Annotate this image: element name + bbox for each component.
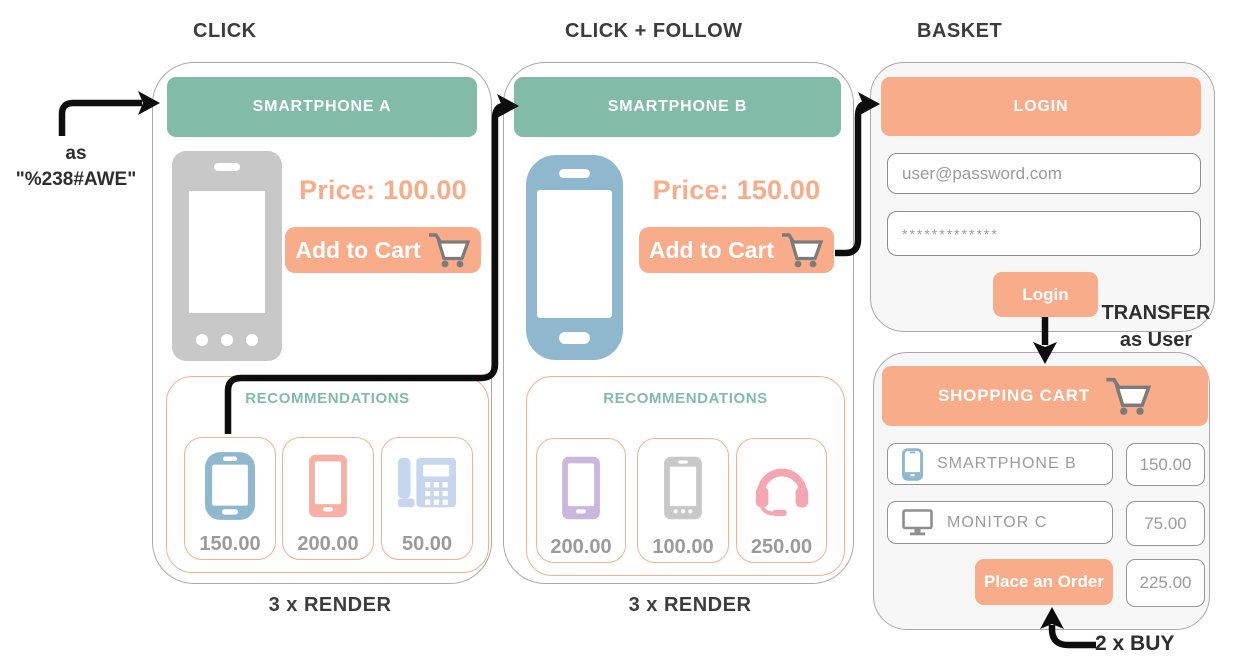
login-button-label: Login — [1022, 284, 1069, 304]
place-order-button[interactable]: Place an Order — [975, 559, 1113, 605]
login-header: LOGIN — [881, 77, 1201, 136]
smartphone-purple-icon — [558, 439, 604, 536]
shopping-cart-header: SHOPPING CART — [882, 366, 1208, 426]
cart-item-name: MONITOR C — [947, 513, 1048, 531]
product-page-a: SMARTPHONE A Price: 100.00 Add to Cart — [152, 62, 492, 584]
login-header-label: LOGIN — [1013, 97, 1069, 115]
arrow-entry-to-page-a — [58, 99, 142, 136]
login-panel: LOGIN Login — [870, 62, 1215, 332]
smartphone-a-image-icon — [172, 151, 282, 361]
recommendation-tile[interactable]: 200.00 — [282, 437, 374, 560]
recommendation-tile[interactable]: 150.00 — [184, 437, 276, 560]
product-b-price: Price: 150.00 — [652, 175, 821, 205]
add-to-cart-button-a[interactable]: Add to Cart — [285, 227, 481, 273]
cart-item-price: 75.00 — [1126, 501, 1205, 546]
smartphone-b-image-icon — [526, 155, 623, 360]
headset-icon — [751, 439, 813, 536]
recommendation-price: 250.00 — [750, 536, 813, 558]
cart-item-name: SMARTPHONE B — [937, 455, 1077, 472]
transfer-annotation: TRANSFER as User — [1092, 300, 1220, 354]
cart-item-row: SMARTPHONE B — [887, 443, 1113, 485]
desk-phone-icon — [396, 438, 458, 533]
recommendations-title-b: RECOMMENDATIONS — [603, 390, 768, 407]
recommendation-tile[interactable]: 100.00 — [637, 438, 729, 563]
monitor-icon — [902, 509, 933, 536]
buy-annotation: 2 x BUY — [1095, 632, 1175, 655]
product-a-header: SMARTPHONE A — [167, 77, 477, 137]
cart-icon — [425, 230, 471, 270]
password-field[interactable] — [887, 211, 1201, 256]
transfer-line2: as User — [1119, 329, 1193, 351]
login-button[interactable]: Login — [993, 272, 1098, 317]
add-to-cart-button-b[interactable]: Add to Cart — [639, 227, 834, 273]
recommendation-price: 200.00 — [550, 536, 612, 558]
recommendation-tile[interactable]: 50.00 — [381, 437, 473, 560]
smartphone-icon — [902, 447, 923, 481]
cart-icon — [1102, 374, 1152, 418]
cart-item-row: MONITOR C — [887, 501, 1113, 544]
recommendation-price: 150.00 — [199, 533, 261, 555]
entry-annotation: as "%238#AWE" — [0, 141, 152, 192]
cart-item-price-value: 150.00 — [1139, 454, 1192, 474]
render-count-a: 3 x RENDER — [268, 594, 392, 616]
column-title-basket: BASKET — [917, 20, 1003, 42]
cart-total: 225.00 — [1126, 559, 1205, 607]
render-count-b: 3 x RENDER — [628, 594, 752, 616]
add-to-cart-a-label: Add to Cart — [295, 236, 421, 263]
smartphone-gray-icon — [660, 439, 706, 536]
recommendation-price: 100.00 — [652, 536, 714, 558]
recommendation-price: 50.00 — [401, 533, 453, 555]
smartphone-salmon-icon — [305, 438, 351, 533]
recommendation-price: 200.00 — [297, 533, 359, 555]
email-field[interactable] — [887, 153, 1201, 194]
shopping-cart-panel: SHOPPING CART SMARTPHONE B — [873, 352, 1210, 630]
recommendation-tile[interactable]: 200.00 — [536, 438, 626, 563]
add-to-cart-b-label: Add to Cart — [648, 236, 775, 263]
column-title-click-follow: CLICK + FOLLOW — [565, 20, 743, 42]
recommendations-box-b: RECOMMENDATIONS 200.00 — [526, 376, 845, 576]
cart-item-price-value: 75.00 — [1144, 513, 1187, 533]
cart-item-price: 150.00 — [1126, 443, 1205, 486]
shopping-cart-header-label: SHOPPING CART — [937, 386, 1091, 405]
product-a-title: SMARTPHONE A — [252, 98, 392, 115]
transfer-line1: TRANSFER — [1101, 302, 1211, 324]
recommendations-box-a: RECOMMENDATIONS 150.00 — [166, 376, 489, 573]
column-title-click: CLICK — [193, 20, 257, 42]
cart-icon — [778, 230, 824, 270]
recommendation-tile[interactable]: 250.00 — [736, 438, 827, 563]
place-order-label: Place an Order — [983, 572, 1104, 591]
product-a-price: Price: 100.00 — [299, 175, 467, 205]
smartphone-blue-icon — [205, 438, 255, 533]
product-b-title: SMARTPHONE B — [607, 98, 748, 115]
product-b-header: SMARTPHONE B — [514, 77, 841, 137]
product-page-b: SMARTPHONE B Price: 150.00 Add to Cart — [503, 62, 854, 584]
entry-annotation-line2: "%238#AWE" — [15, 168, 137, 190]
entry-annotation-line1: as — [65, 143, 87, 164]
recommendations-title-a: RECOMMENDATIONS — [245, 390, 410, 407]
cart-total-value: 225.00 — [1139, 573, 1192, 592]
